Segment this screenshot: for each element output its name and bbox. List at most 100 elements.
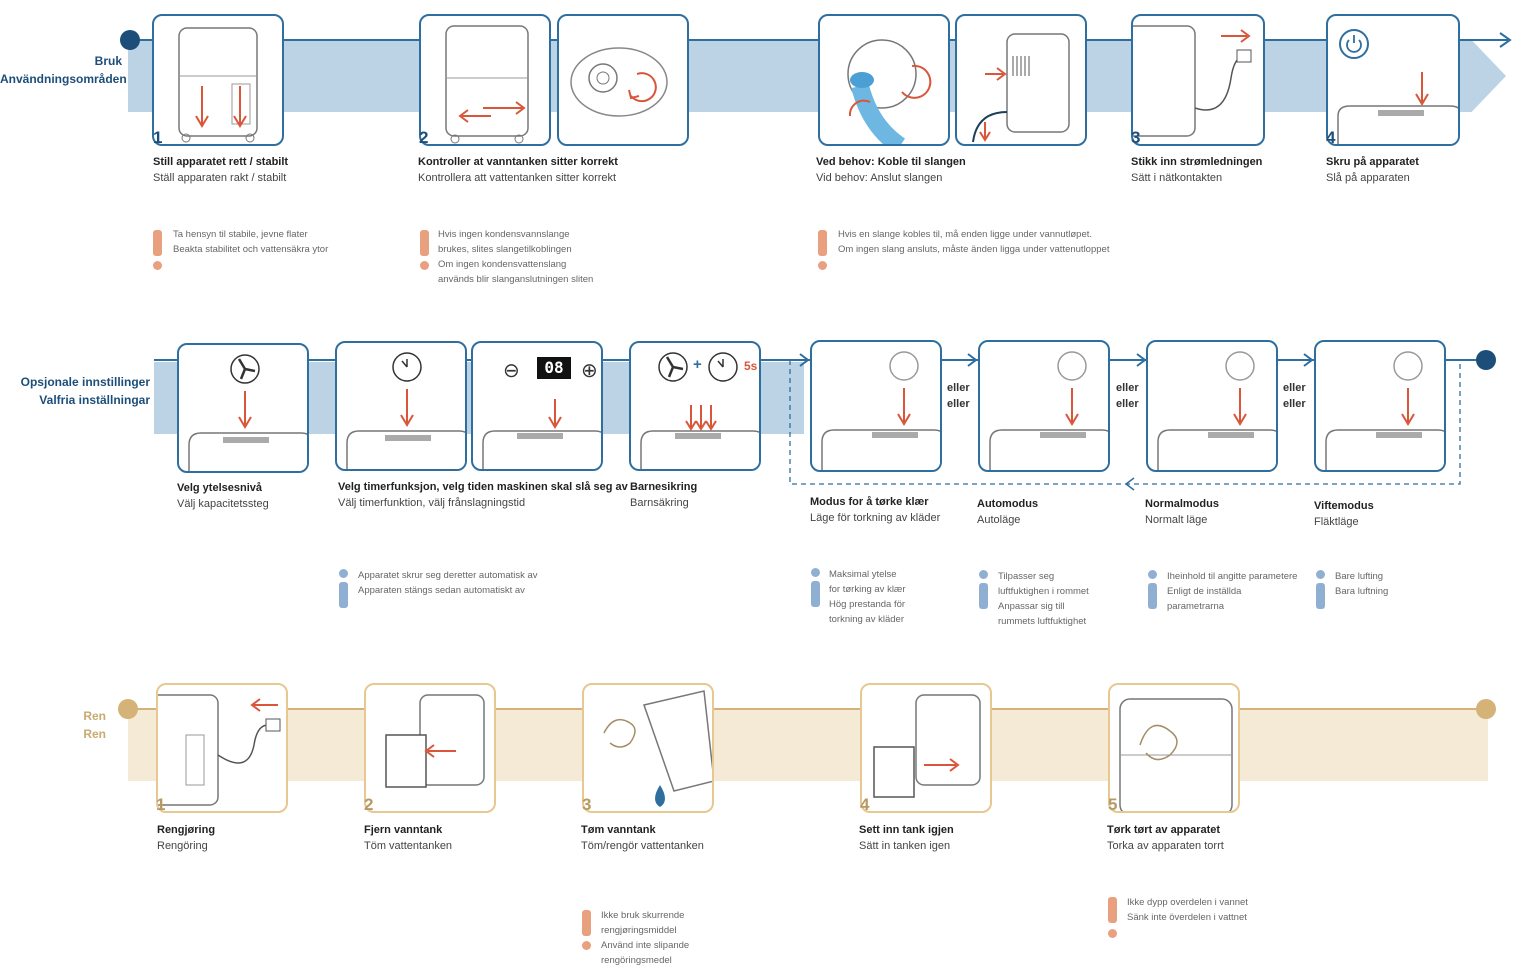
info-note: Maksimal ytelse for tørking av klær Hög …: [829, 567, 906, 627]
caption-sv: Töm vattentanken: [364, 840, 453, 852]
section3-timeline: [130, 708, 1486, 710]
section2-end-dot: [1476, 350, 1496, 370]
illustration-fan-level: [177, 343, 309, 473]
caption-sv: Vid behov: Anslut slangen: [816, 172, 943, 184]
step-number: 3: [1131, 128, 1141, 147]
step-caption: Fjern vanntank Töm vattentanken: [364, 822, 452, 854]
section3-label-sv: Ren: [83, 727, 106, 741]
info-note: Apparatet skrur seg deretter automatisk …: [358, 568, 538, 598]
caption-sv: Töm/rengör vattentanken: [581, 840, 704, 852]
note-line: Tilpasser seg: [998, 571, 1055, 582]
caption-no: Still apparatet rett / stabilt: [153, 156, 289, 168]
warning-icon: [582, 910, 591, 936]
note-line: Hvis ingen kondensvannslange: [438, 229, 570, 240]
warning-dot: [582, 941, 591, 950]
step-caption: Modus for å tørke klær Läge för torkning…: [810, 494, 940, 526]
step-number: 5: [1108, 795, 1118, 814]
caption-no: Barnesikring: [630, 481, 698, 493]
illustration-knob-detail: [557, 14, 689, 146]
note-line: Ta hensyn til stabile, jevne flater: [173, 229, 308, 240]
note-line: rengöringsmedel: [601, 955, 672, 966]
minus-icon: ⊖: [503, 360, 520, 382]
step-caption: Still apparatet rett / stabilt Ställ app…: [153, 154, 288, 186]
info-note: Iheinhold til angitte parametere Enligt …: [1167, 569, 1297, 614]
caption-sv: Sätt i nätkontakten: [1131, 172, 1223, 184]
note-line: rengjøringsmiddel: [601, 925, 677, 936]
section3-label: Ren Ren: [0, 707, 106, 743]
step-caption: Sett inn tank igjen Sätt in tanken igen: [859, 822, 954, 854]
info-bar: [811, 581, 820, 607]
illustration-hose-drain: [955, 14, 1087, 146]
illustration-stand-upright: [152, 14, 284, 146]
note-line: Anpassar sig till: [998, 601, 1065, 612]
warning-dot: [153, 261, 162, 270]
step-caption: Ved behov: Koble til slangen Vid behov: …: [816, 154, 966, 186]
warning-icon: [1108, 897, 1117, 923]
illustration-fan-mode: [1314, 340, 1446, 472]
caption-sv: Ställ apparaten rakt / stabilt: [153, 172, 287, 184]
step-caption: Rengjøring Rengöring: [157, 822, 215, 854]
caption-no: Skru på apparatet: [1326, 156, 1419, 168]
caption-no: Stikk inn strømledningen: [1131, 156, 1263, 168]
caption-no: Rengjøring: [157, 824, 216, 836]
note-line: Beakta stabilitet och vattensäkra ytor: [173, 244, 329, 255]
section3-label-no: Ren: [83, 709, 106, 723]
info-icon: [1316, 570, 1325, 579]
step-number: 1: [156, 795, 166, 814]
caption-sv: Kontrollera att vattentanken sitter korr…: [418, 172, 617, 184]
info-icon: [1148, 570, 1157, 579]
plus-icon: ⊕: [581, 360, 598, 382]
step-caption: Barnesikring Barnsäkring: [630, 479, 697, 511]
warning-icon: [420, 230, 429, 256]
step-caption: Viftemodus Fläktläge: [1314, 498, 1374, 530]
eller-sv: eller: [1116, 398, 1139, 410]
plus-sign: +: [693, 356, 702, 373]
note-line: Bara luftning: [1335, 586, 1389, 597]
note-line: används blir slanganslutningen sliten: [438, 274, 594, 285]
caption-no: Tørk tørt av apparatet: [1107, 824, 1221, 836]
caption-no: Sett inn tank igjen: [859, 824, 954, 836]
info-icon: [339, 569, 348, 578]
note-line: Bare lufting: [1335, 571, 1384, 582]
caption-no: Velg ytelsesnivå: [177, 482, 262, 494]
note-line: Ikke bruk skurrende: [601, 910, 685, 921]
warning-dot: [1108, 929, 1117, 938]
step-number: 2: [419, 128, 429, 147]
note-line: Ikke dypp overdelen i vannet: [1127, 897, 1248, 908]
note-line: Hög prestanda för: [829, 599, 906, 610]
illustration-normal-mode: [1146, 340, 1278, 472]
step-number: 1: [153, 128, 163, 147]
note-line: Apparaten stängs sedan automatiskt av: [358, 585, 525, 596]
step-number: 3: [582, 795, 592, 814]
note-line: brukes, slites slangetilkoblingen: [438, 244, 572, 255]
caption-no: Normalmodus: [1145, 498, 1219, 510]
warning-note: Ikke bruk skurrende rengjøringsmiddel An…: [601, 908, 689, 968]
section3-band: [128, 709, 1488, 781]
illustration-water-tank: [419, 14, 551, 146]
warning-icon: [818, 230, 827, 256]
eller-no: eller: [947, 382, 970, 394]
caption-sv: Normalt läge: [1145, 514, 1208, 526]
caption-sv: Autoläge: [977, 514, 1021, 526]
caption-sv: Välj kapacitetssteg: [177, 498, 269, 510]
note-line: parametrarna: [1167, 601, 1225, 612]
seconds-label: 5s: [744, 359, 758, 373]
illustration-hose-connect: [818, 14, 950, 146]
eller-sv: eller: [1283, 398, 1306, 410]
caption-sv: Slå på apparaten: [1326, 172, 1410, 184]
info-bar: [1148, 583, 1157, 609]
caption-no: Fjern vanntank: [364, 824, 443, 836]
info-note: Tilpasser seg luftfuktighen i rommet Anp…: [998, 569, 1089, 629]
caption-no: Kontroller at vanntanken sitter korrekt: [418, 156, 618, 168]
section3-end-dot: [1476, 699, 1496, 719]
warning-icon: [153, 230, 162, 256]
note-line: Om ingen slang ansluts, måste änden ligg…: [838, 244, 1110, 255]
eller-sv: eller: [947, 398, 970, 410]
step-number: 4: [1326, 128, 1336, 147]
illustration-remove-tank: [364, 683, 496, 813]
step-caption: Kontroller at vanntanken sitter korrekt …: [418, 154, 618, 186]
section1-label: Bruk Användningsområden: [0, 52, 127, 88]
note-line: Iheinhold til angitte parametere: [1167, 571, 1298, 582]
warning-note: Ta hensyn til stabile, jevne flater Beak…: [173, 227, 328, 257]
note-line: Hvis en slange kobles til, må enden ligg…: [838, 229, 1093, 240]
